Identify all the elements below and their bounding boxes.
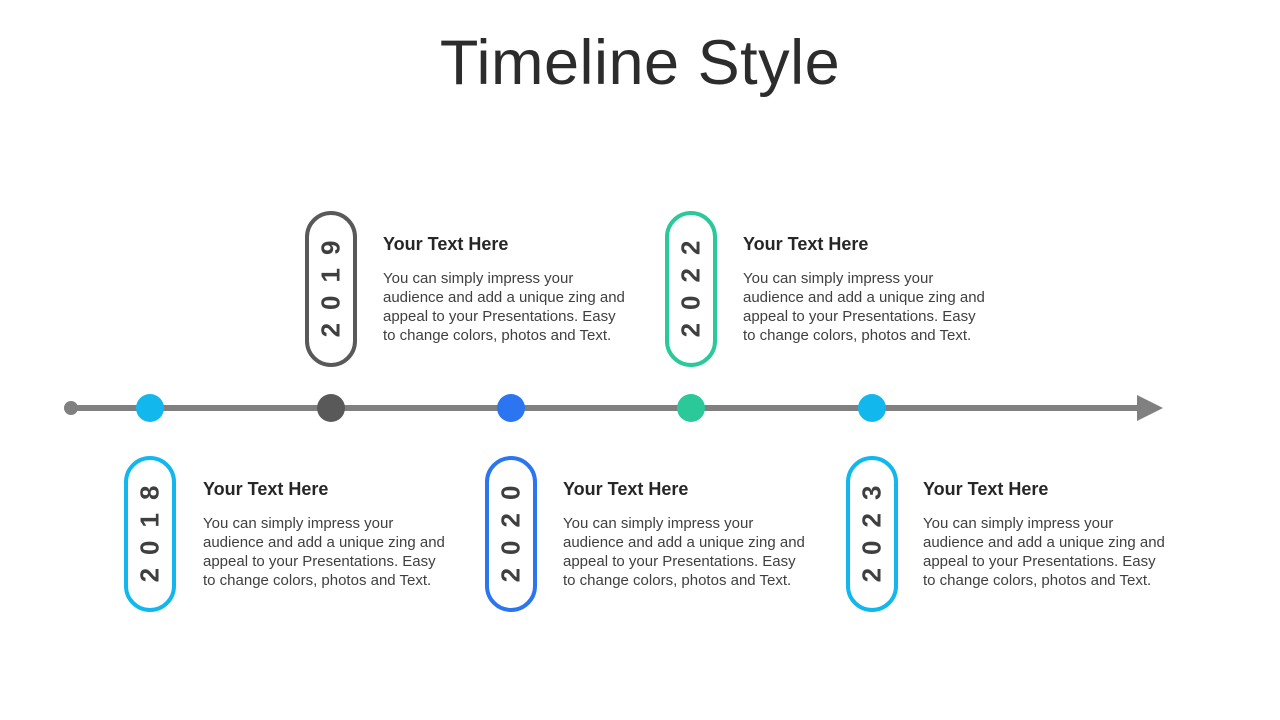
timeline-dot	[497, 394, 525, 422]
body-line: audience and add a unique zing and	[203, 534, 445, 551]
milestone-heading: Your Text Here	[383, 234, 509, 254]
milestone-text-block: Your Text Here You can simply impress yo…	[563, 478, 835, 590]
timeline-dot	[858, 394, 886, 422]
year-badge: 2019	[305, 211, 357, 367]
body-line: to change colors, photos and Text.	[563, 572, 792, 589]
body-line: to change colors, photos and Text.	[383, 327, 612, 344]
milestone-text-block: Your Text Here You can simply impress yo…	[383, 233, 655, 345]
body-line: appeal to your Presentations. Easy	[563, 553, 796, 570]
body-line: audience and add a unique zing and	[743, 289, 985, 306]
body-line: audience and add a unique zing and	[923, 534, 1165, 551]
milestone-text-block: Your Text Here You can simply impress yo…	[743, 233, 1015, 345]
year-badge: 2018	[124, 456, 176, 612]
body-line: appeal to your Presentations. Easy	[203, 553, 436, 570]
timeline-dot	[136, 394, 164, 422]
milestone-text-block: Your Text Here You can simply impress yo…	[923, 478, 1195, 590]
timeline-axis-line	[71, 405, 1139, 411]
milestone-heading: Your Text Here	[923, 479, 1049, 499]
body-line: You can simply impress your	[923, 515, 1114, 532]
year-label: 2019	[315, 227, 346, 338]
year-badge: 2023	[846, 456, 898, 612]
body-line: You can simply impress your	[743, 270, 934, 287]
timeline-dot	[317, 394, 345, 422]
body-line: You can simply impress your	[383, 270, 574, 287]
milestone-heading: Your Text Here	[743, 234, 869, 254]
body-line: to change colors, photos and Text.	[923, 572, 1152, 589]
milestone-heading: Your Text Here	[203, 479, 329, 499]
year-badge: 2022	[665, 211, 717, 367]
body-line: appeal to your Presentations. Easy	[923, 553, 1156, 570]
year-label: 2020	[495, 472, 526, 583]
body-line: audience and add a unique zing and	[563, 534, 805, 551]
year-label: 2023	[856, 472, 887, 583]
page-title: Timeline Style	[439, 28, 841, 98]
year-label: 2018	[134, 472, 165, 583]
body-line: to change colors, photos and Text.	[743, 327, 972, 344]
year-badge: 2020	[485, 456, 537, 612]
timeline-dot	[677, 394, 705, 422]
body-line: to change colors, photos and Text.	[203, 572, 432, 589]
body-line: audience and add a unique zing and	[383, 289, 625, 306]
milestone-text-block: Your Text Here You can simply impress yo…	[203, 478, 475, 590]
year-label: 2022	[675, 227, 706, 338]
body-line: appeal to your Presentations. Easy	[743, 308, 976, 325]
milestone-heading: Your Text Here	[563, 479, 689, 499]
body-line: appeal to your Presentations. Easy	[383, 308, 616, 325]
timeline-arrow-icon	[1137, 395, 1163, 421]
body-line: You can simply impress your	[563, 515, 754, 532]
body-line: You can simply impress your	[203, 515, 394, 532]
